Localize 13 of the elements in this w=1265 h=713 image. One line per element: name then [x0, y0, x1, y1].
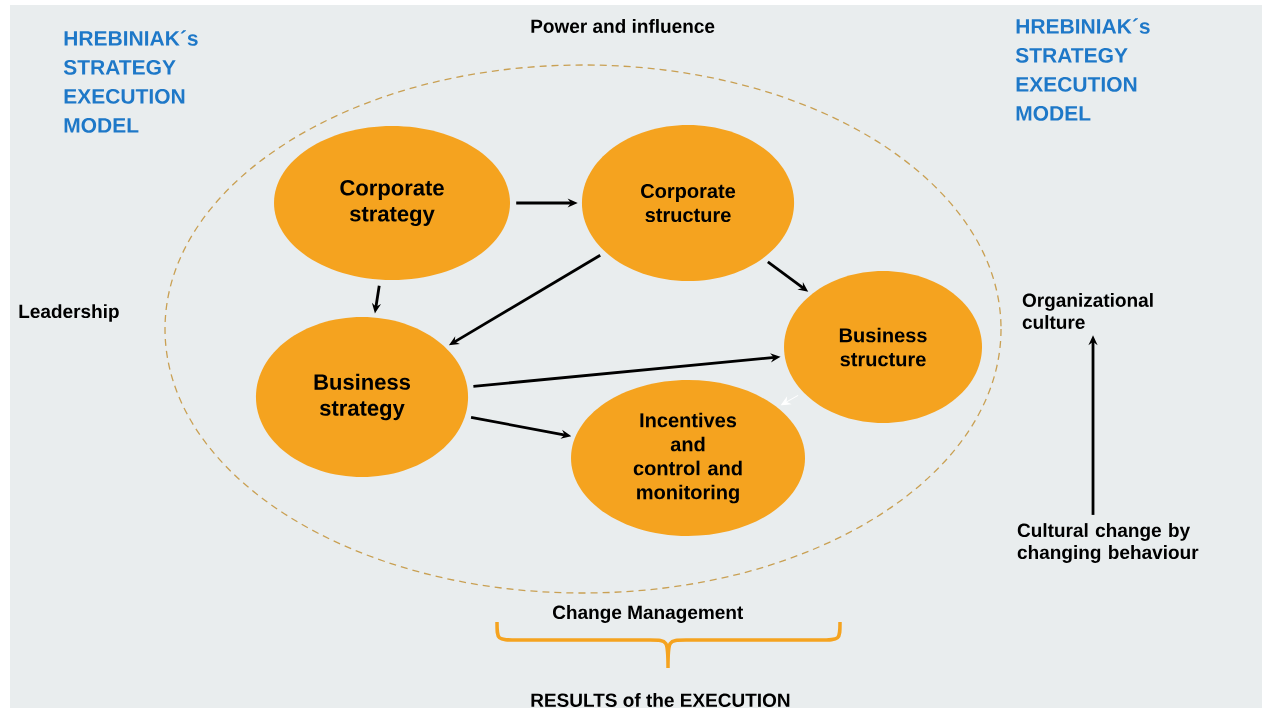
ellipse-node: Incentives and control and monitoring — [571, 380, 805, 536]
circle-node: Business structure — [784, 271, 982, 423]
title-text: HREBINIAK´s STRATEGY EXECUTION MODEL — [1015, 18, 1150, 121]
side-label: Change Management — [553, 605, 744, 623]
side-label: Power and influence — [531, 19, 715, 33]
text-label: Cultural change by changing behaviour — [1017, 523, 1199, 563]
ellipse-node: Corporate strategy — [274, 126, 510, 280]
side-label: RESULTS of the EXECUTION — [531, 693, 790, 707]
side-label: Leadership — [19, 304, 119, 322]
title-text: HREBINIAK´s STRATEGY EXECUTION MODEL — [63, 30, 198, 133]
text-label: Organizational culture — [1022, 293, 1153, 329]
ellipse-node: Corporate structure — [581, 125, 795, 281]
circle-node: Business strategy — [255, 317, 469, 477]
